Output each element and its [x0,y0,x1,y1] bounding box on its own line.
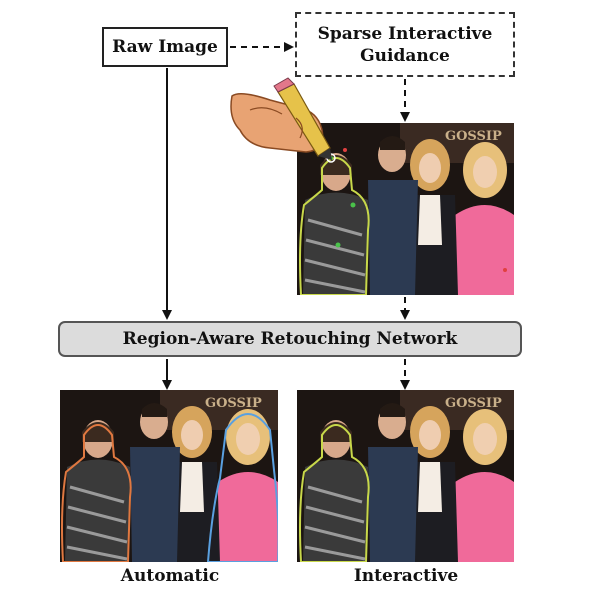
svg-text:GOSSIP: GOSSIP [445,396,502,411]
hand-with-pencil-icon [230,77,332,160]
caption-interactive: Interactive [353,566,459,586]
photo-automatic-result: GOSSIP [60,390,278,562]
sparse-interactive-guidance-node: Sparse Interactive Guidance [295,12,515,77]
region-aware-retouching-network-node: Region-Aware Retouching Network [58,321,522,357]
photo-guidance-input: GOSSIP [297,123,514,295]
photo-interactive-result: GOSSIP [297,390,514,562]
svg-text:GOSSIP: GOSSIP [205,396,262,411]
svg-text:GOSSIP: GOSSIP [445,129,502,144]
raw-image-node: Raw Image [102,27,228,67]
caption-automatic: Automatic [120,566,220,586]
